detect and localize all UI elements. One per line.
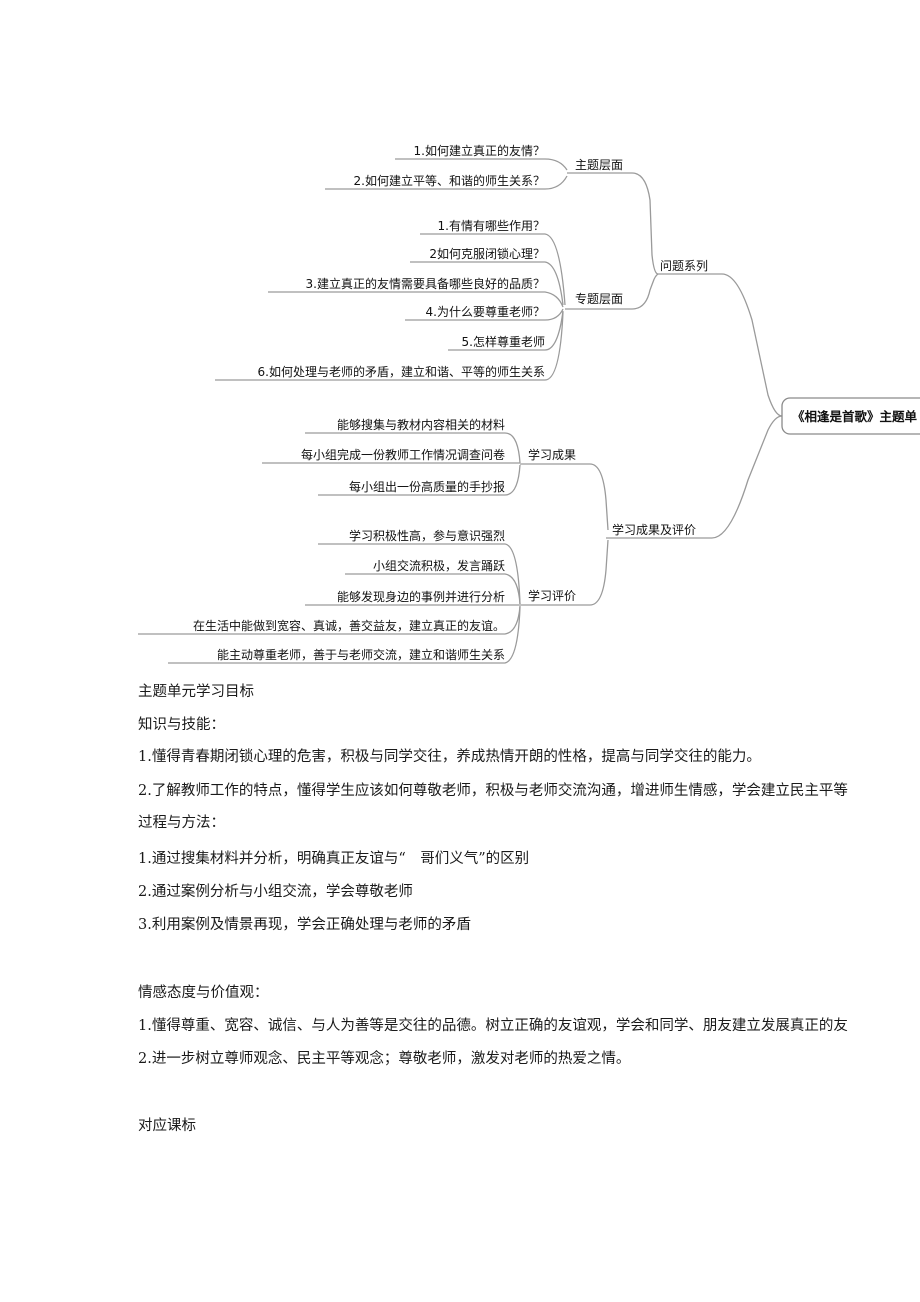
knowledge-item: 1.懂得青春期闭锁心理的危害，积极与同学交往，养成热情开朗的性格，提高与同学交往… <box>138 749 761 765</box>
center-node-label: 《相逢是首歌》主题单 <box>792 409 918 424</box>
connector <box>658 273 783 417</box>
process-item: 3.利用案例及情景再现，学会正确处理与老师的矛盾 <box>138 917 471 933</box>
topic-item: 3.建立真正的友情需要具备哪些良好的品质？ <box>306 276 545 291</box>
problem-series-label: 问题系列 <box>660 259 708 273</box>
standard-title: 对应课标 <box>138 1118 196 1134</box>
connector <box>215 311 564 381</box>
emotion-item: 1.懂得尊重、宽容、诚信、与人为善等是交往的品德。树立正确的友谊观，学会和同学、… <box>138 1018 848 1034</box>
process-item: 1.通过搜集材料并分析，明确真正友谊与“ 哥们义气”的区别 <box>138 851 530 867</box>
connector <box>268 291 564 308</box>
topic-item: 2如何克服闭锁心理？ <box>429 246 545 261</box>
connector <box>606 415 783 539</box>
evaluation-item: 能够发现身边的事例并进行分析 <box>337 589 505 604</box>
evaluation-item: 小组交流积极，发言踊跃 <box>373 558 505 573</box>
results-item: 能够搜集与教材内容相关的材料 <box>337 417 505 432</box>
connector <box>565 273 659 310</box>
topic-item: 1.有情有哪些作用？ <box>438 219 545 233</box>
theme-item: 1.如何建立真正的友情？ <box>414 143 545 158</box>
process-item: 2.通过案例分析与小组交流，学会尊敬老师 <box>138 884 413 900</box>
results-item: 每小组出一份高质量的手抄报 <box>349 479 505 494</box>
emotion-item: 2.进一步树立尊师观念、民主平等观念；尊敬老师，激发对老师的热爱之情。 <box>138 1051 631 1067</box>
connector <box>405 308 564 321</box>
connector <box>520 539 609 606</box>
knowledge-item: 2.了解教师工作的特点，懂得学生应该如何尊敬老师，积极与老师交流沟通，增进师生情… <box>138 783 848 799</box>
evaluation-item: 在生活中能做到宽容、真诚，善交益友，建立真正的友谊。 <box>193 618 505 633</box>
evaluation-label: 学习评价 <box>528 588 576 603</box>
connector <box>395 158 568 171</box>
knowledge-title: 知识与技能： <box>138 717 225 733</box>
results-label: 学习成果 <box>528 447 576 462</box>
results-eval-label: 学习成果及评价 <box>612 522 696 537</box>
connector <box>420 233 566 306</box>
emotion-title: 情感态度与价值观： <box>138 985 269 1001</box>
process-title: 过程与方法： <box>138 815 225 831</box>
topic-item: 6.如何处理与老师的矛盾，建立和谐、平等的师生关系 <box>258 364 545 379</box>
theme-item: 2.如何建立平等、和谐的师生关系？ <box>354 173 545 188</box>
connector <box>318 464 521 496</box>
connector <box>567 172 659 275</box>
theme-level-label: 主题层面 <box>575 158 623 172</box>
evaluation-item: 学习积极性高，参与意识强烈 <box>349 528 505 543</box>
topic-level-label: 专题层面 <box>575 291 623 306</box>
connector <box>410 261 564 306</box>
topic-item: 5.怎样尊重老师 <box>462 334 545 349</box>
connector <box>325 175 568 190</box>
topic-item: 4.为什么要尊重老师？ <box>426 304 545 319</box>
connector <box>318 543 521 605</box>
evaluation-item: 能主动尊重老师，善于与老师交流，建立和谐师生关系 <box>217 647 505 662</box>
connector <box>305 432 521 464</box>
goal-title: 主题单元学习目标 <box>138 684 254 700</box>
connector <box>520 463 609 531</box>
results-item: 每小组完成一份教师工作情况调查问卷 <box>301 447 505 462</box>
connector <box>168 606 521 664</box>
connector <box>448 310 564 351</box>
center-node-box <box>781 397 920 435</box>
connector <box>345 573 521 605</box>
mind-map: 《相逢是首歌》主题单 问题系列 主题层面 专题层面 学习成果及评价 学习成果 学… <box>138 143 920 664</box>
